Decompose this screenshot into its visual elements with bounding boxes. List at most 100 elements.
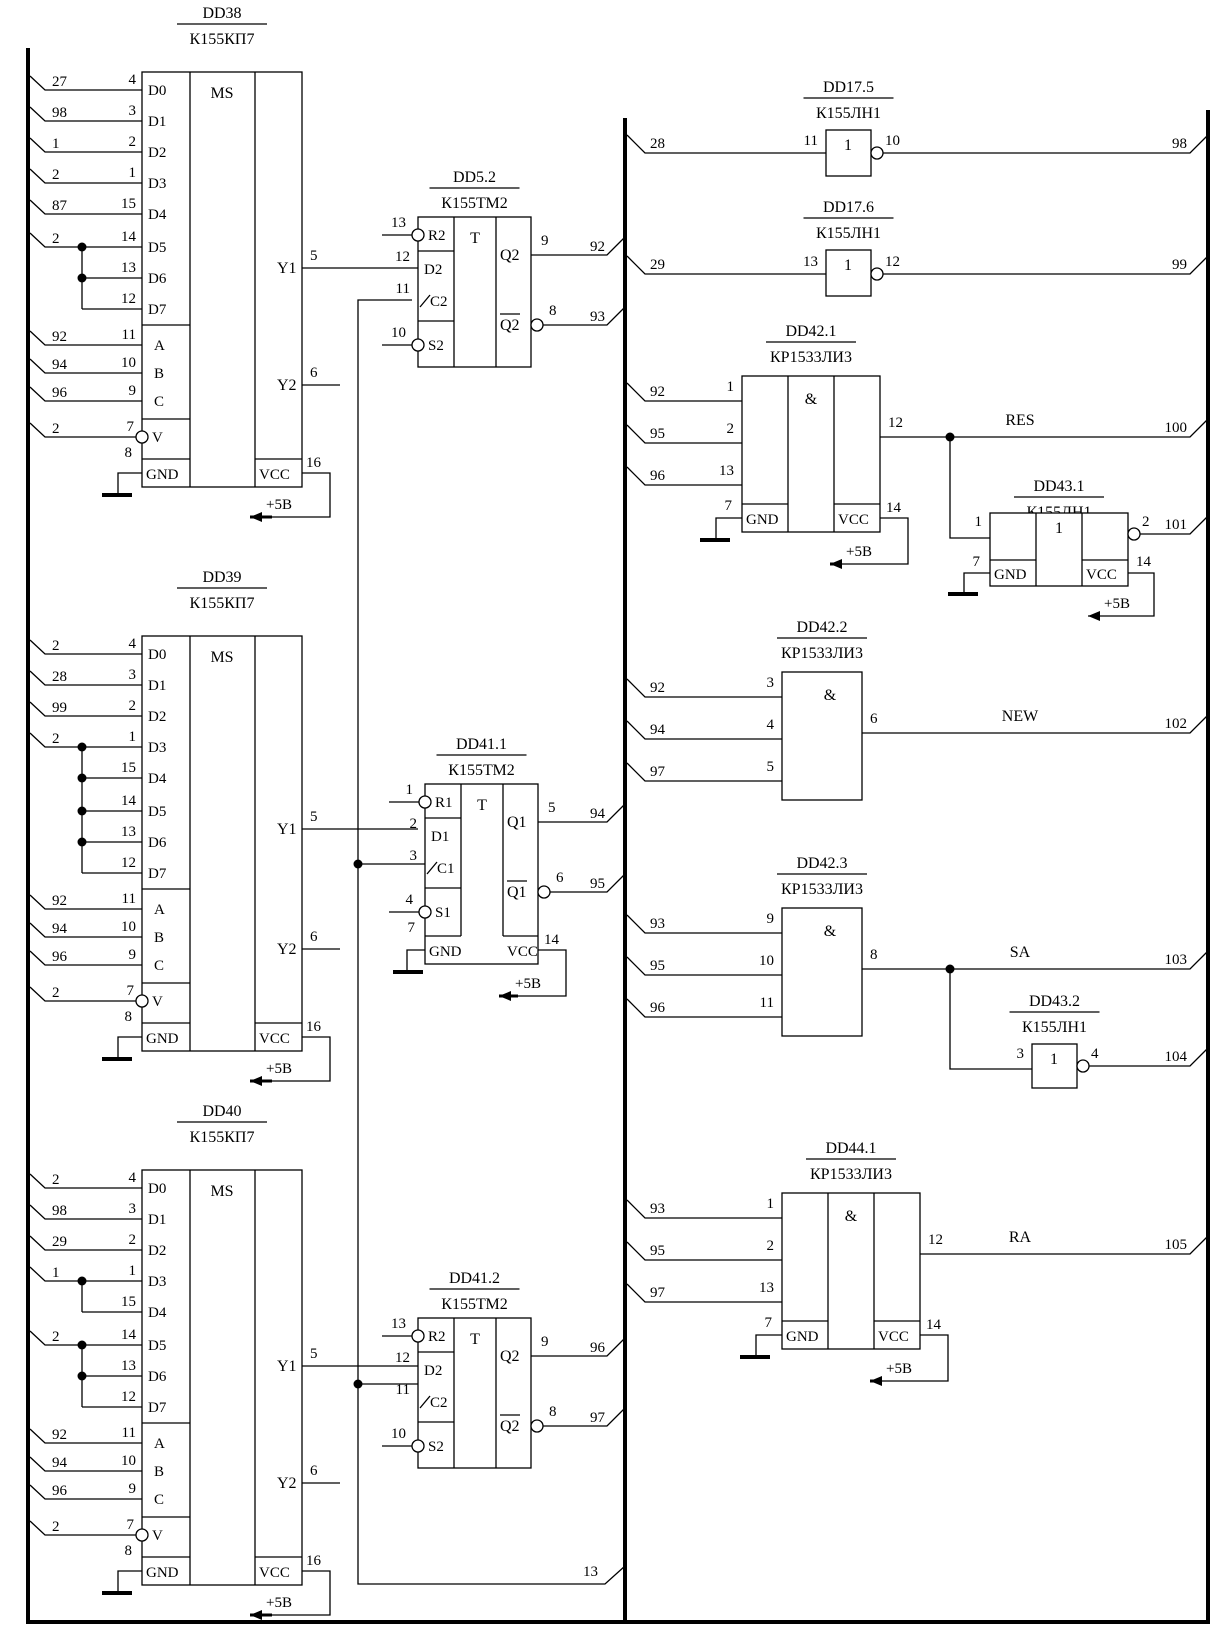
pin-name: C: [154, 958, 164, 974]
pin-name: D0: [148, 647, 166, 663]
junction-dot: [77, 242, 87, 252]
net-label: 92: [52, 329, 67, 345]
output-wire: [862, 714, 1209, 734]
buffer-symbol: 1: [1050, 1051, 1058, 1068]
power-arrowhead: [250, 1610, 262, 1620]
branch-wire: [949, 437, 990, 539]
net-label: 102: [1165, 716, 1188, 732]
pin-number: 7: [408, 920, 416, 936]
pin-number: 6: [870, 711, 878, 727]
input-wire: [626, 720, 782, 740]
net-label: 93: [650, 1201, 665, 1217]
pin-number: 14: [886, 500, 902, 516]
decoder-dd39: DD39К155КП7MSD042D1328D2299D312D415D514D…: [29, 569, 418, 1086]
pin-name: Q2: [500, 1348, 520, 1365]
input-wire: [29, 732, 142, 748]
chip-type: К155ТМ2: [441, 195, 507, 212]
pin-number: 2: [129, 134, 137, 150]
output-wire: [883, 255, 1209, 275]
net-label: 92: [650, 384, 665, 400]
select-wire: [29, 922, 142, 938]
chip-designator: DD44.1: [825, 1140, 876, 1157]
chip-designator: DD40: [202, 1103, 241, 1120]
pin-number: 14: [121, 229, 137, 245]
pin-number: 9: [129, 383, 137, 399]
pin-name: Q1: [507, 814, 527, 831]
junction-dot: [77, 1276, 87, 1286]
mux-symbol: MS: [210, 1183, 233, 1200]
select-wire: [29, 894, 142, 910]
vcc-wire: [272, 472, 331, 518]
pin-number: 6: [556, 870, 564, 886]
output-wire: [920, 1235, 1209, 1255]
chip-designator: DD42.1: [785, 323, 836, 340]
gnd-wire: [117, 1570, 142, 1593]
pin-number: 1: [406, 782, 414, 798]
inversion-bubble: [530, 318, 544, 332]
pin-number: 11: [122, 1425, 136, 1441]
gate-body: [781, 671, 863, 801]
input-wire: [29, 137, 142, 153]
pin-number: 14: [926, 1317, 942, 1333]
pin-name: V: [152, 430, 163, 446]
pin-number: 7: [725, 498, 733, 514]
pin-name: GND: [429, 944, 462, 960]
net-label: 93: [590, 309, 605, 325]
pin-number: 5: [767, 759, 775, 775]
pin-number: 5: [310, 809, 318, 825]
pin-number: 15: [121, 1294, 136, 1310]
power-arrowhead: [499, 991, 511, 1001]
pin-number: 1: [975, 514, 983, 530]
pin-number: 8: [125, 1009, 133, 1025]
enable-wire: [29, 1520, 136, 1536]
pin-number: 12: [928, 1232, 943, 1248]
pin-number: 4: [767, 717, 775, 733]
input-wire: [29, 232, 142, 248]
chip-type: К155ТМ2: [441, 1296, 507, 1313]
net-label: 2: [52, 421, 60, 437]
trigger-symbol: T: [470, 1331, 480, 1348]
pin-name: Y2: [277, 1475, 297, 1492]
trigger-symbol: T: [470, 230, 480, 247]
junction-dot: [77, 837, 87, 847]
pin-number: 7: [127, 419, 135, 435]
pin-name: R2: [428, 228, 446, 244]
clock-edge-mark: [419, 294, 431, 308]
pin-number: 13: [803, 254, 818, 270]
chip-type: КР1533ЛИ3: [810, 1166, 892, 1183]
pin-name: D4: [148, 771, 167, 787]
pin-name: D3: [148, 740, 166, 756]
inversion-bubble: [870, 146, 884, 160]
pin-number: 11: [122, 891, 136, 907]
pin-number: 3: [129, 1201, 137, 1217]
junction-dot: [353, 1379, 363, 1389]
pin-number: 11: [760, 995, 774, 1011]
chip-type: К155ЛН1: [816, 105, 881, 122]
pin-number: 12: [121, 1389, 136, 1405]
junction-dot: [77, 773, 87, 783]
chip-type: КР1533ЛИ3: [770, 349, 852, 366]
pin-number: 5: [310, 1346, 318, 1362]
pin-name: D2: [424, 1363, 442, 1379]
pin-number: 2: [727, 421, 735, 437]
pin-number: 1: [129, 1263, 137, 1279]
pin-number: 11: [804, 133, 818, 149]
decoder-dd38: DD38К155КП7MSD0427D1398D221D312D41587D51…: [29, 5, 418, 522]
pin-number: 3: [129, 667, 137, 683]
pin-number: 11: [122, 327, 136, 343]
chip-designator: DD43.1: [1033, 478, 1084, 495]
pin-number: 3: [129, 103, 137, 119]
net-label: 92: [52, 1427, 67, 1443]
pin-number: 15: [121, 196, 136, 212]
pin-number: 10: [885, 133, 900, 149]
chip-type: КР1533ЛИ3: [781, 645, 863, 662]
chip-designator: DD17.5: [823, 79, 874, 96]
pin-name: GND: [746, 512, 779, 528]
input-wire: [626, 914, 782, 934]
and-symbol: &: [845, 1208, 858, 1225]
inversion-bubble: [418, 905, 432, 919]
pin-number: 5: [310, 248, 318, 264]
